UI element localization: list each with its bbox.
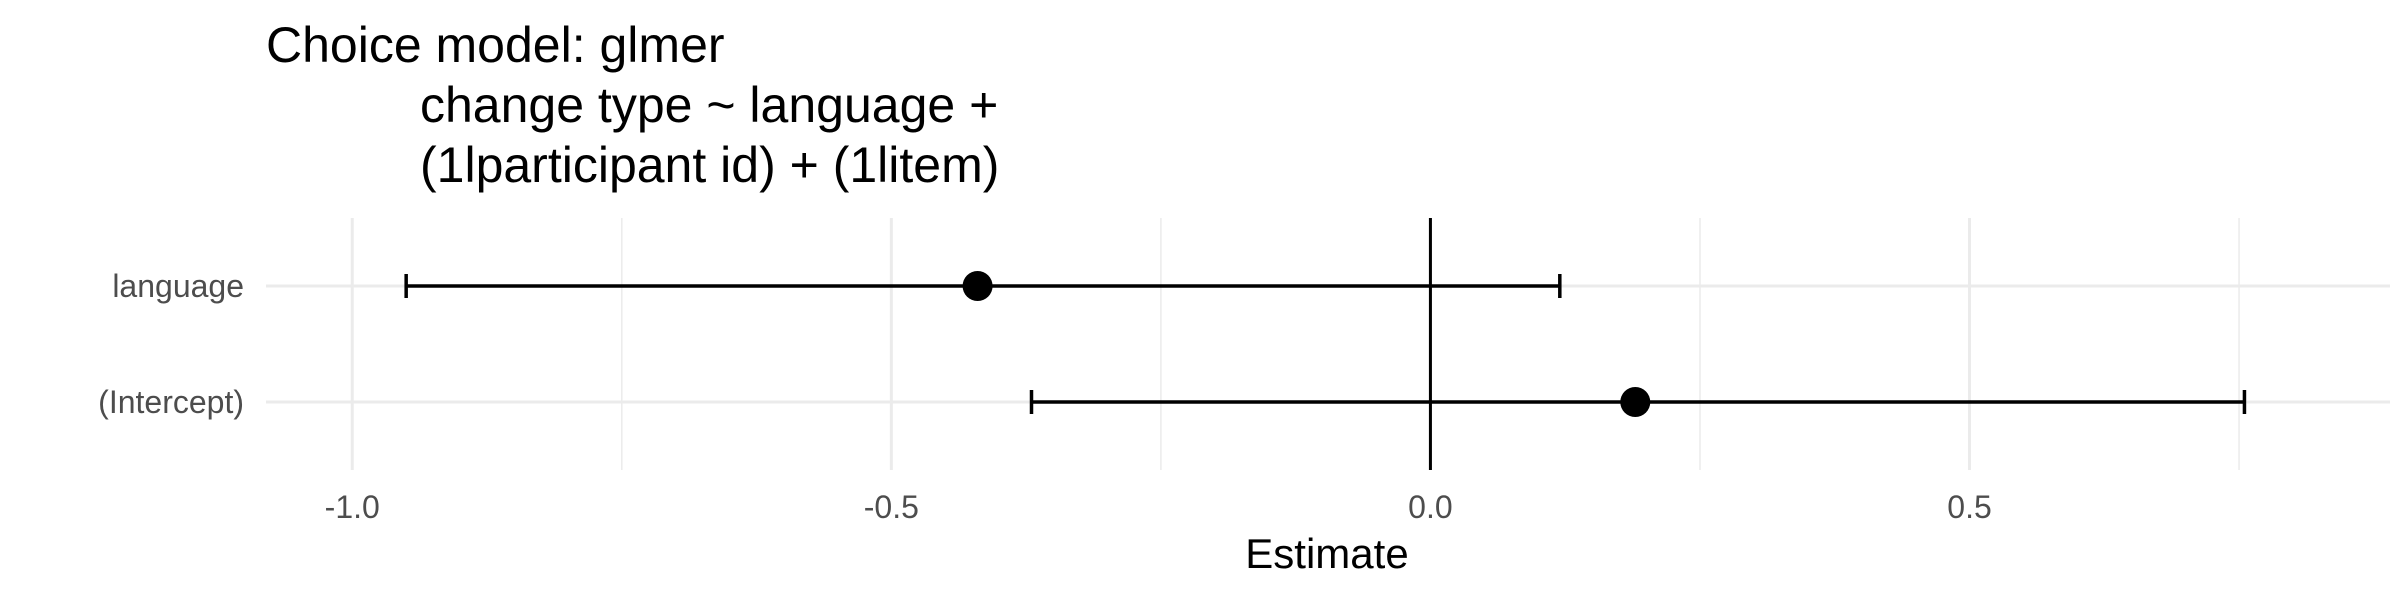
title-line-2: change type ~ language +: [420, 77, 998, 133]
title-line-3: (1lparticipant id) + (1litem): [420, 137, 999, 193]
gridlines: [266, 218, 2390, 470]
y-axis-labels: language (Intercept): [98, 268, 244, 420]
x-tick-label: -0.5: [864, 489, 919, 525]
x-tick-label: -1.0: [325, 489, 380, 525]
y-tick-label: (Intercept): [98, 384, 244, 420]
x-axis-title: Estimate: [1245, 530, 1408, 577]
estimate-point: [1620, 387, 1651, 417]
y-tick-label: language: [112, 268, 244, 304]
x-tick-label: 0.0: [1408, 489, 1452, 525]
estimate-point: [962, 271, 993, 301]
title-line-1: Choice model: glmer: [266, 17, 725, 73]
x-tick-label: 0.5: [1947, 489, 1991, 525]
chart-title: Choice model: glmer change type ~ langua…: [266, 17, 999, 193]
estimate-points: [962, 271, 1651, 417]
x-axis-labels: -1.0 -0.5 0.0 0.5: [325, 489, 1992, 525]
